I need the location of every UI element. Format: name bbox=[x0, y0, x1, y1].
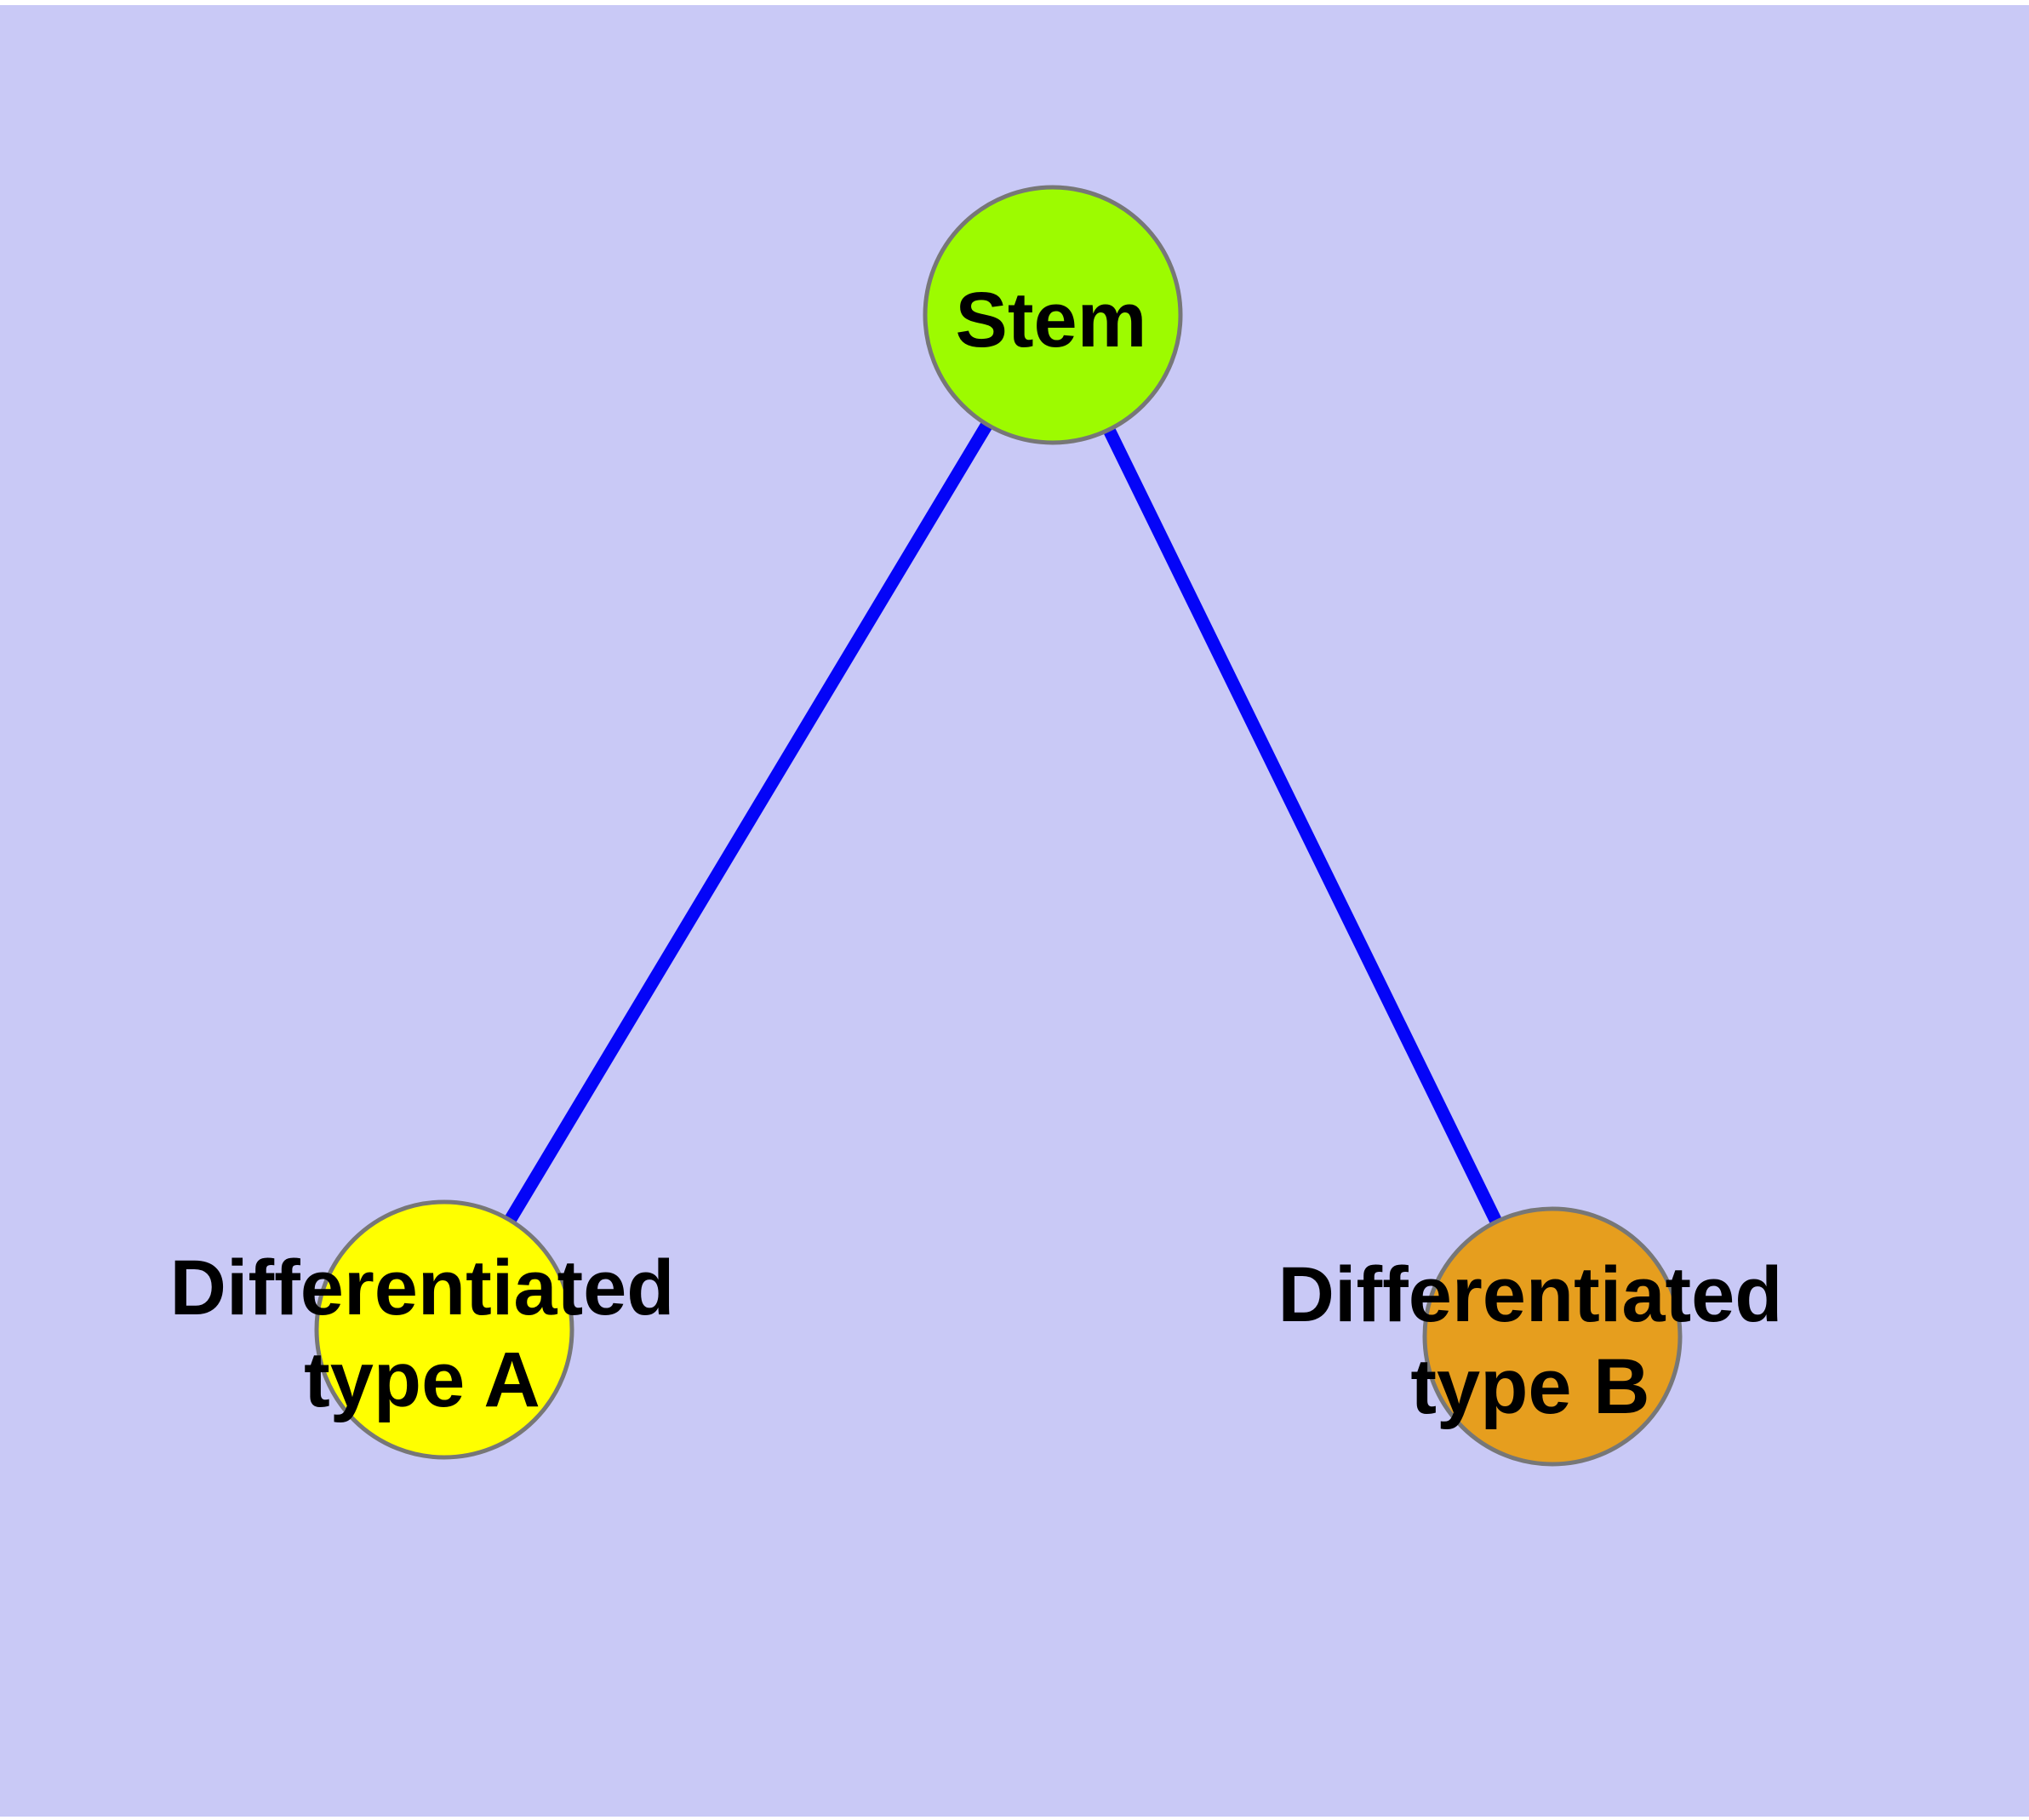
node-label-type-a-line1: Differentiated bbox=[169, 1245, 675, 1331]
node-label-type-b-line1: Differentiated bbox=[1277, 1251, 1783, 1338]
edge-stem-to-type-b bbox=[1047, 312, 1558, 1340]
node-label-type-b-line2: type B bbox=[1410, 1343, 1650, 1430]
node-label-differentiated-type-a: Differentiated type A bbox=[170, 1242, 675, 1426]
node-label-stem: Stem bbox=[956, 274, 1147, 366]
node-differentiated-type-b bbox=[1422, 1206, 1683, 1467]
node-label-differentiated-type-b: Differentiated type B bbox=[1278, 1249, 1783, 1433]
node-differentiated-type-a bbox=[314, 1199, 574, 1460]
node-label-type-a-line2: type A bbox=[304, 1336, 540, 1423]
node-stem bbox=[923, 185, 1183, 445]
edge-stem-to-type-a bbox=[438, 312, 1059, 1333]
node-label-stem-text: Stem bbox=[955, 277, 1147, 363]
